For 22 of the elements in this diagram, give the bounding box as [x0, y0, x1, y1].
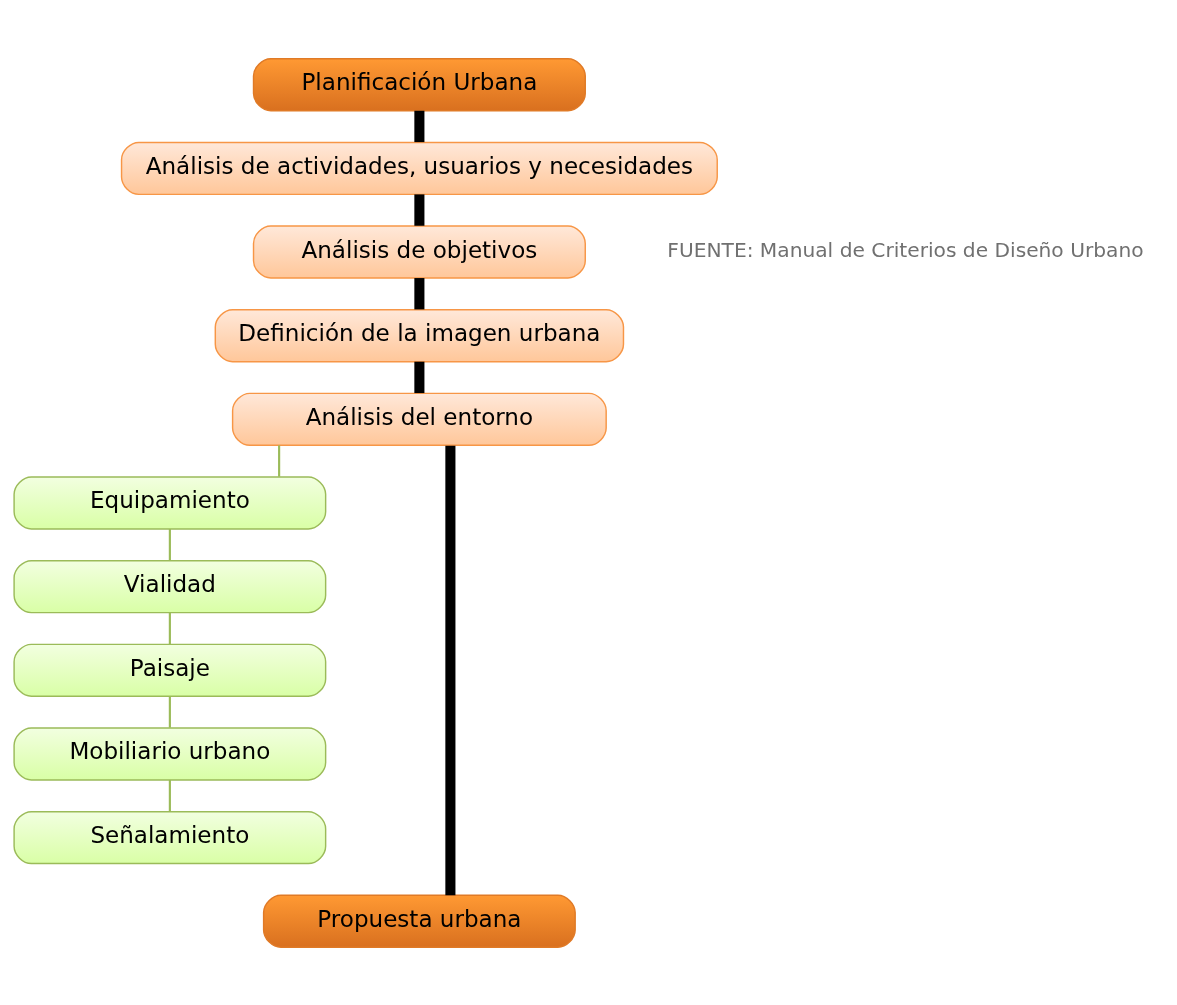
- node-box: Señalamiento: [13, 810, 327, 864]
- connector: [168, 612, 171, 644]
- connector: [445, 445, 456, 895]
- node-box: Vialidad: [13, 559, 327, 613]
- node-box: Análisis de actividades, usuarios y necesidades: [120, 141, 718, 195]
- node-box: Propuesta urbana: [262, 894, 576, 948]
- connector: [278, 444, 281, 477]
- node-box: Definición de la imagen urbana: [214, 308, 625, 362]
- connector: [168, 779, 171, 811]
- label: FUENTE: Manual de Criterios de Diseño Urbano: [667, 237, 1144, 262]
- connector: [414, 110, 425, 142]
- connector: [168, 695, 171, 728]
- connector: [414, 361, 425, 393]
- connector: [168, 528, 171, 560]
- connector: [414, 193, 425, 226]
- node-box: Equipamiento: [13, 475, 327, 530]
- node-box: Análisis del entorno: [231, 392, 607, 446]
- node-box: Mobiliario urbano: [13, 726, 327, 781]
- node-box: Paisaje: [13, 643, 327, 697]
- node-box: Análisis de objetivos: [252, 224, 586, 279]
- node-box: Planificación Urbana: [252, 57, 586, 111]
- connector: [414, 277, 425, 309]
